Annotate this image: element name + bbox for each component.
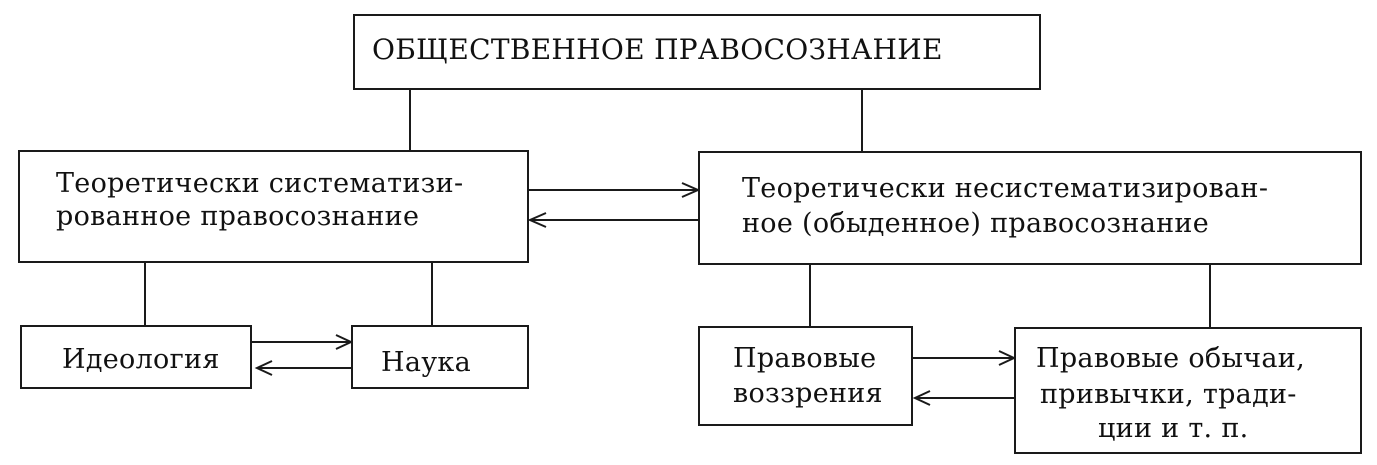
science-node-box (351, 325, 529, 389)
arrowhead-left-3 (912, 390, 931, 406)
root-node-label: ОБЩЕСТВЕННОЕ ПРАВОСОЗНАНИЕ (372, 33, 943, 66)
everyday-node-line1: Теоретически несистематизирован- (742, 173, 1269, 204)
theoretical-node-box (18, 150, 529, 263)
arrowhead-left-2 (254, 360, 273, 376)
ideology-node-box (20, 325, 252, 389)
everyday-node-box (698, 151, 1362, 265)
legal-views-node-line1: Правовые (733, 343, 877, 374)
theoretical-node-line1: Теоретически систематизи- (56, 168, 464, 199)
science-node-label: Наука (381, 347, 472, 378)
theoretical-node-line2: рованное правосознание (56, 201, 420, 232)
legal-views-node-line2: воззрения (733, 378, 883, 409)
root-node-box (353, 14, 1041, 90)
legal-customs-node-line3: ции и т. п. (1098, 413, 1249, 444)
legal-customs-node-box (1014, 327, 1362, 454)
legal-customs-node-line1: Правовые обычаи, (1036, 343, 1305, 374)
ideology-node-label: Идеология (62, 344, 220, 375)
legal-views-node-box (698, 326, 913, 426)
legal-customs-node-line2: привычки, тради- (1040, 379, 1297, 410)
arrowhead-left-1 (527, 212, 547, 228)
everyday-node-line2: ное (обыденное) правосознание (742, 208, 1209, 239)
